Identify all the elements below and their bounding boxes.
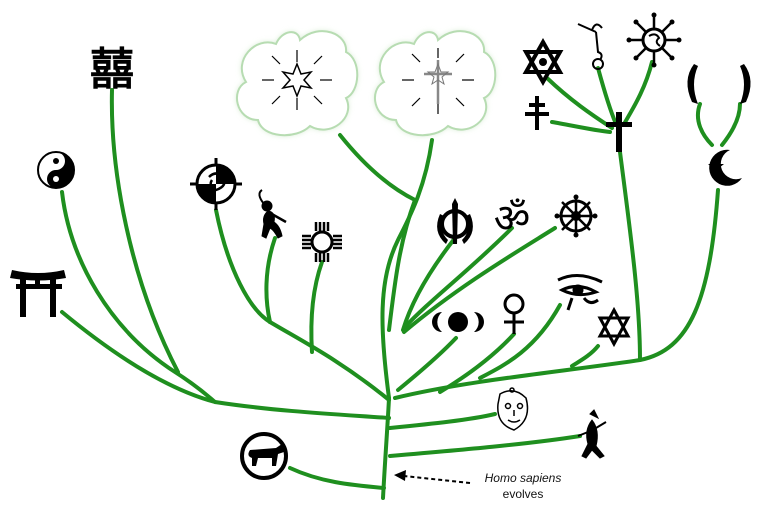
patriarchal-cross-icon [525, 96, 549, 130]
branch-om [402, 226, 514, 330]
branch-pagan [396, 336, 458, 392]
branch-mask [388, 412, 497, 430]
branch-zia [309, 260, 324, 354]
ancestor-mask-icon [497, 387, 529, 431]
branch-chinese [109, 88, 180, 374]
branch-taoism [60, 190, 217, 404]
taoism-yin-yang-icon [37, 151, 75, 189]
branch-swords-right [720, 102, 742, 147]
star-cloud-icon [236, 30, 359, 137]
double-happiness-icon: 囍 [90, 44, 134, 95]
branch-star [545, 76, 614, 130]
branch-judaism [570, 344, 600, 368]
eye-of-horus-icon [557, 274, 603, 311]
branch-dharmic [401, 236, 457, 332]
crossed-swords-icon [687, 64, 751, 104]
bahai-sun-icon [626, 12, 682, 68]
branch-swords-left [695, 102, 714, 147]
trunk-upper [380, 138, 434, 400]
om-icon: ॐ [494, 196, 530, 242]
dharma-wheel-icon [554, 194, 598, 238]
branch-patriarchal [550, 120, 612, 134]
venus-ankh-icon [503, 293, 525, 334]
star-of-david-icon [597, 306, 631, 348]
branch-native [214, 208, 391, 402]
evolution-arrow [394, 470, 471, 484]
branch-trumpet [596, 66, 618, 126]
branch-bahai [622, 60, 654, 126]
cross-star-cloud-icon [374, 30, 497, 137]
branch-cloud-left [338, 133, 418, 332]
branch-christianity [618, 150, 642, 362]
shinto-torii-icon [10, 270, 66, 317]
trunk [381, 396, 391, 500]
shaman-figure-icon [577, 409, 607, 459]
homo-sapiens-caption: Homo sapiens evolves [468, 470, 578, 502]
branch-totem [288, 466, 386, 490]
sikh-khanda-icon [437, 198, 473, 244]
branch-wheel [402, 226, 557, 334]
trumpet-icon [577, 23, 604, 70]
caption-line-1: Homo sapiens [484, 471, 562, 485]
kokopelli-icon [258, 189, 287, 239]
animal-totem-icon [240, 432, 288, 480]
tree-branches [60, 60, 742, 500]
star-of-david-hexagram-icon [522, 37, 564, 87]
branch-kokopelli [264, 236, 277, 324]
triple-moon-icon [432, 312, 484, 332]
hopi-sun-icon [190, 158, 242, 210]
caption-line-2: evolves [502, 487, 544, 501]
branch-horus [478, 303, 562, 380]
christian-cross-icon [606, 112, 632, 152]
star-and-crescent-icon [708, 149, 742, 186]
zia-sun-icon [302, 222, 342, 262]
branch-shaman [388, 434, 582, 458]
